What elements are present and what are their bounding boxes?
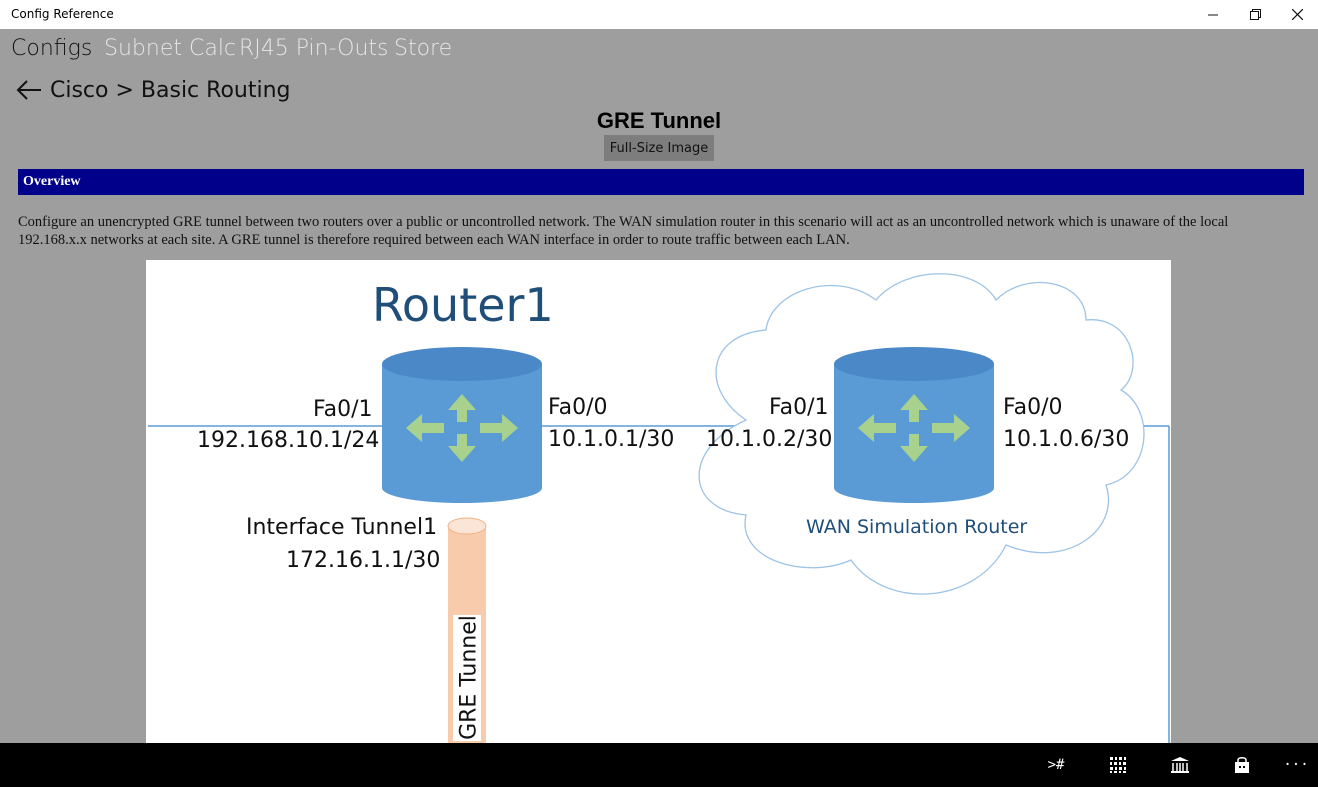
description-text: Configure an unencrypted GRE tunnel betw… xyxy=(18,214,1229,248)
more-button[interactable]: ··· xyxy=(1276,751,1316,779)
network-diagram: Router1 Fa0/1 192.168.10.1/24 Fa0/0 10.1… xyxy=(146,260,1171,743)
r1-right-ip: 10.1.0.1/30 xyxy=(548,427,675,452)
page-title: GRE Tunnel xyxy=(596,108,722,133)
r1-left-ip: 192.168.10.1/24 xyxy=(197,428,380,453)
nav-store[interactable]: Store xyxy=(394,36,453,61)
store-button[interactable] xyxy=(1222,751,1262,779)
r1-left-iface: Fa0/1 xyxy=(313,397,373,422)
back-arrow-icon xyxy=(16,80,41,100)
nav-configs[interactable]: Configs xyxy=(11,36,93,61)
store-bag-icon xyxy=(1235,757,1249,773)
wan-router-name: WAN Simulation Router xyxy=(806,516,1028,538)
breadcrumb-text: Cisco > Basic Routing xyxy=(50,77,291,103)
restore-button[interactable] xyxy=(1232,0,1278,29)
wan-router-icon xyxy=(834,347,994,503)
minimize-icon xyxy=(1208,14,1218,15)
more-icon: ··· xyxy=(1283,757,1309,773)
binary-icon xyxy=(1110,757,1126,773)
tunnel-iface: Interface Tunnel1 xyxy=(246,515,438,540)
binary-button[interactable] xyxy=(1098,751,1138,779)
back-button[interactable] xyxy=(14,75,44,105)
r1-right-iface: Fa0/0 xyxy=(548,395,608,420)
gre-tunnel-pipe xyxy=(447,517,487,743)
tunnel-ip: 172.16.1.1/30 xyxy=(286,548,441,573)
wan-right-ip: 10.1.0.6/30 xyxy=(1003,427,1130,452)
terminal-icon: ># xyxy=(1047,757,1065,773)
bottom-app-bar: ># ··· xyxy=(0,743,1318,787)
router1-name: Router1 xyxy=(372,278,554,332)
terminal-button[interactable]: ># xyxy=(1036,751,1076,779)
archive-icon xyxy=(1171,757,1189,773)
section-header-label: Overview xyxy=(23,174,81,189)
title-bar: Config Reference xyxy=(0,0,1318,29)
archive-button[interactable] xyxy=(1160,751,1200,779)
router1-icon xyxy=(382,347,542,503)
wan-left-ip: 10.1.0.2/30 xyxy=(706,427,833,452)
close-button[interactable] xyxy=(1274,0,1318,29)
minimize-button[interactable] xyxy=(1190,0,1236,29)
diagram-graphics xyxy=(148,273,1170,743)
breadcrumb: Cisco > Basic Routing xyxy=(14,74,291,106)
gre-tunnel-label: GRE Tunnel xyxy=(456,615,482,740)
close-icon xyxy=(1291,9,1303,20)
window-title: Config Reference xyxy=(11,7,114,21)
full-size-image-button[interactable]: Full-Size Image xyxy=(604,135,714,161)
nav-subnet-calc[interactable]: Subnet Calc xyxy=(104,36,237,61)
wan-left-iface: Fa0/1 xyxy=(769,395,829,420)
restore-icon xyxy=(1249,9,1261,20)
nav-rj45-pinouts[interactable]: RJ45 Pin-Outs xyxy=(239,36,389,61)
section-header: Overview xyxy=(18,169,1304,195)
wan-right-iface: Fa0/0 xyxy=(1003,395,1063,420)
